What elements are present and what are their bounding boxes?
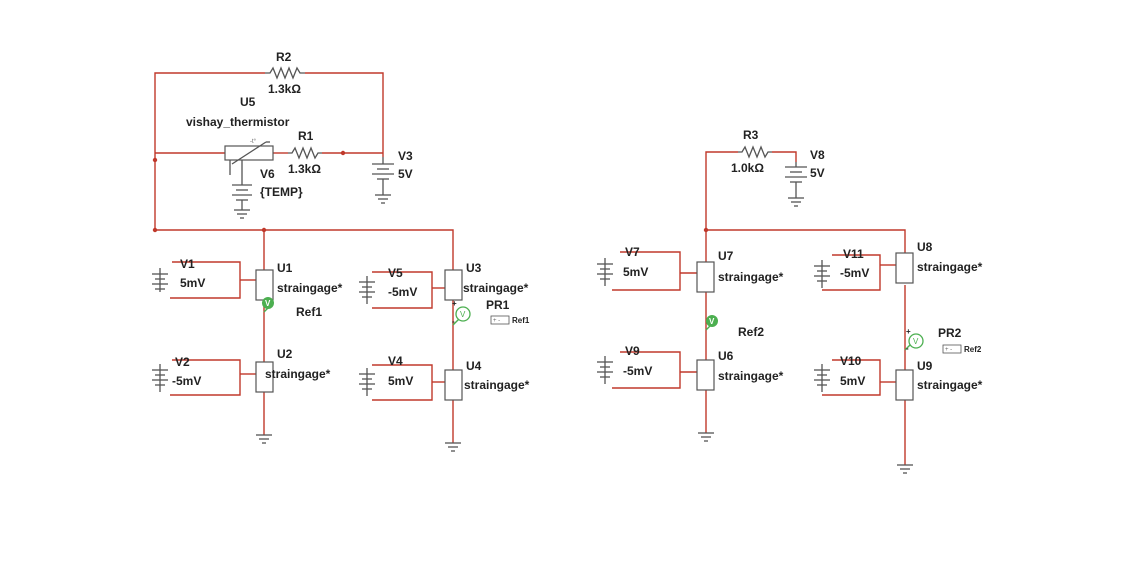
r3-ref-label: R3 (743, 128, 759, 142)
source-v6: V6 {TEMP} (232, 167, 303, 219)
v6-ref-label: V6 (260, 167, 275, 181)
straingage-u1: U1 straingage* (255, 261, 343, 301)
source-v1: V1 5mV (152, 257, 205, 292)
r2-value-label: 1.3kΩ (268, 82, 301, 96)
u8-ref-label: U8 (917, 240, 933, 254)
straingage-u6: U6 straingage* (696, 349, 784, 391)
straingage-u2: U2 straingage* (255, 347, 331, 393)
pr1-pin-symbols: + - (493, 318, 500, 324)
v7-ref-label: V7 (625, 245, 640, 259)
r3-value-label: 1.0kΩ (731, 161, 764, 175)
u1-model-label: straingage* (277, 281, 343, 295)
v11-ref-label: V11 (843, 247, 864, 261)
v4-value-label: 5mV (388, 374, 413, 388)
right-circuit-wires (612, 151, 906, 465)
source-v7: V7 5mV (597, 245, 648, 286)
source-v9: V9 -5mV (597, 344, 652, 384)
straingage-u7: U7 straingage* (696, 249, 784, 293)
resistor-r1: R1 1.3kΩ (288, 129, 322, 176)
r1-ref-label: R1 (298, 129, 314, 143)
v9-ref-label: V9 (625, 344, 640, 358)
thermistor-u5: -t° U5 vishay_thermistor (186, 95, 290, 185)
v6-value-label: {TEMP} (260, 185, 303, 199)
u2-model-label: straingage* (265, 367, 331, 381)
u6-ref-label: U6 (718, 349, 734, 363)
v8-value-label: 5V (810, 166, 825, 180)
v8-ref-label: V8 (810, 148, 825, 162)
source-v5: V5 -5mV (359, 266, 417, 304)
ref1-probe-glyph: V (265, 299, 271, 308)
pr2-ref-label: PR2 (938, 326, 962, 340)
ground-u6 (698, 432, 714, 442)
source-v8: V8 5V (785, 148, 825, 207)
v7-value-label: 5mV (623, 265, 648, 279)
u4-ref-label: U4 (466, 359, 482, 373)
ground-u4 (445, 442, 461, 452)
pr2-minus-mark: - (906, 344, 909, 353)
u2-ref-label: U2 (277, 347, 293, 361)
voltage-probe-pr2: V + - PR2 + - Ref2 (904, 326, 982, 354)
u9-ref-label: U9 (917, 359, 933, 373)
r1-value-label: 1.3kΩ (288, 162, 321, 176)
u6-model-label: straingage* (718, 369, 784, 383)
u8-model-label: straingage* (917, 260, 983, 274)
source-v11: V11 -5mV (814, 247, 869, 288)
v2-value-label: -5mV (172, 374, 201, 388)
v5-ref-label: V5 (388, 266, 403, 280)
straingage-u4: U4 straingage* (444, 359, 530, 401)
resistor-r3: R3 1.0kΩ (731, 128, 772, 175)
v4-ref-label: V4 (388, 354, 403, 368)
u9-model-label: straingage* (917, 378, 983, 392)
pr1-reference-label: Ref1 (512, 316, 530, 325)
resistor-r2: R2 1.3kΩ (265, 50, 305, 96)
pr1-plus-mark: + (452, 299, 457, 308)
pr2-plus-mark: + (906, 327, 911, 336)
voltage-probe-pr1: V + - PR1 + - Ref1 (452, 298, 530, 326)
ground-u9 (897, 464, 913, 474)
v10-value-label: 5mV (840, 374, 865, 388)
u5-model-label: vishay_thermistor (186, 115, 290, 129)
v1-value-label: 5mV (180, 276, 205, 290)
source-v4: V4 5mV (359, 354, 413, 396)
v2-ref-label: V2 (175, 355, 190, 369)
v10-ref-label: V10 (840, 354, 862, 368)
v11-value-label: -5mV (840, 266, 869, 280)
v1-ref-label: V1 (180, 257, 195, 271)
u5-ref-label: U5 (240, 95, 256, 109)
ref1-net-label: Ref1 (296, 305, 322, 319)
straingage-u8: U8 straingage* (895, 240, 983, 284)
pr1-minus-mark: - (452, 317, 455, 326)
pr1-ref-label: PR1 (486, 298, 510, 312)
ground-u2 (256, 434, 272, 444)
net-probe-ref2: V Ref2 (705, 315, 764, 339)
u7-model-label: straingage* (718, 270, 784, 284)
u1-ref-label: U1 (277, 261, 293, 275)
source-v3: V3 5V (372, 149, 413, 204)
v5-value-label: -5mV (388, 285, 417, 299)
pr2-pin-symbols: + - (945, 347, 952, 353)
v3-ref-label: V3 (398, 149, 413, 163)
source-v2: V2 -5mV (152, 355, 201, 392)
source-v10: V10 5mV (814, 354, 865, 392)
left-circuit-wires (152, 72, 454, 443)
u3-ref-label: U3 (466, 261, 482, 275)
ref2-net-label: Ref2 (738, 325, 764, 339)
u7-ref-label: U7 (718, 249, 734, 263)
net-probe-ref1: V Ref1 (262, 297, 322, 319)
straingage-u9: U9 straingage* (895, 359, 983, 401)
u4-model-label: straingage* (464, 378, 530, 392)
pr2-probe-glyph: V (913, 337, 919, 346)
pr1-probe-glyph: V (460, 310, 466, 319)
u3-model-label: straingage* (463, 281, 529, 295)
r2-ref-label: R2 (276, 50, 292, 64)
pr2-reference-label: Ref2 (964, 345, 982, 354)
ref2-probe-glyph: V (709, 317, 715, 326)
v9-value-label: -5mV (623, 364, 652, 378)
v3-value-label: 5V (398, 167, 413, 181)
straingage-u3: U3 straingage* (444, 261, 529, 301)
thermistor-temp-symbol: -t° (250, 139, 257, 145)
